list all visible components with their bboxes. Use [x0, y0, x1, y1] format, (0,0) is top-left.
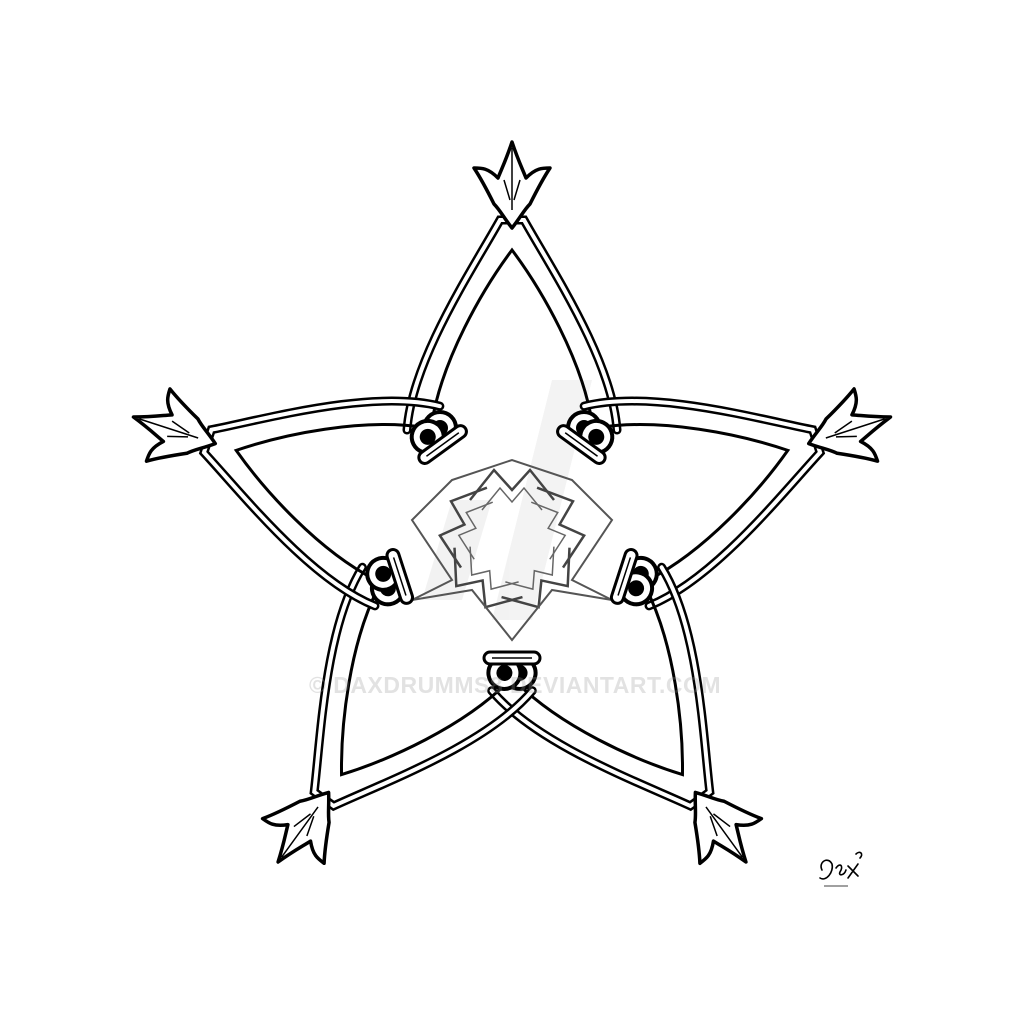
- emblem-group: [101, 142, 923, 924]
- center-crest: [410, 458, 614, 642]
- watermark-text: © DAXDRUMMS8 DEVIANTART.COM: [308, 672, 722, 698]
- artist-signature: [819, 851, 863, 887]
- petal-top: [407, 142, 617, 444]
